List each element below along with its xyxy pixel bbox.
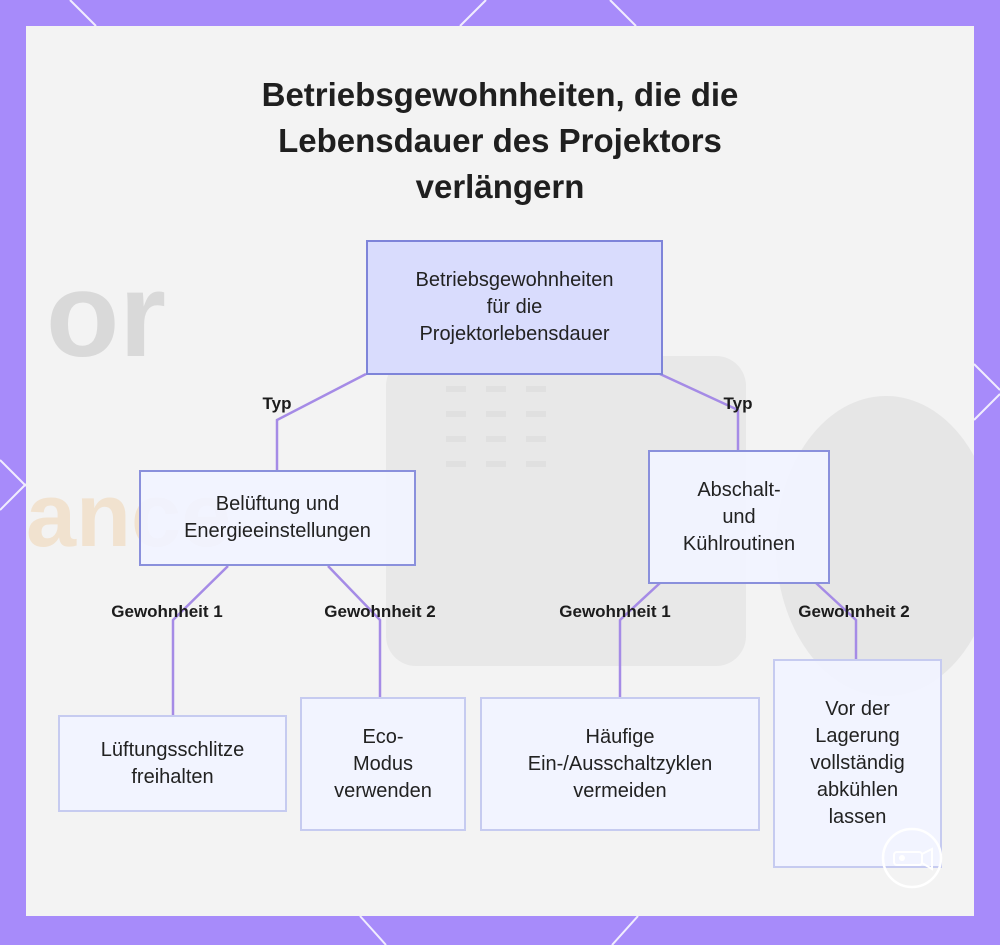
category-shutdown-node: Abschalt- und Kühlroutinen (648, 450, 830, 584)
connector-root-to-shutdown (659, 372, 740, 450)
habit-keep-vents-clear-node: Lüftungsschlitze freihalten (58, 715, 287, 812)
habit-cool-before-storage-label: Vor der Lagerung vollständig abkühlen la… (810, 698, 905, 828)
habit-cool-before-storage-node: Vor der Lagerung vollständig abkühlen la… (773, 659, 942, 868)
svg-text:or: or (46, 248, 166, 382)
habit-use-eco-mode-label: Eco-Modus verwenden (334, 725, 432, 802)
edge-label-right-habit-1: Gewohnheit 1 (559, 602, 671, 621)
connector-ventilation-to-vents (171, 565, 229, 715)
edge-label-left-habit-1: Gewohnheit 1 (111, 602, 223, 621)
category-ventilation-label: Belüftung und Energieeinstellungen (184, 493, 371, 542)
root-node-label: Betriebsgewohnheiten für die Projektorle… (415, 269, 614, 345)
root-node: Betriebsgewohnheiten für die Projektorle… (366, 240, 663, 375)
diagram-title: Betriebsgewohnheiten, die die Lebensdaue… (261, 76, 739, 205)
edge-label-type-right: Typ (723, 394, 753, 413)
category-ventilation-node: Belüftung und Energieeinstellungen (139, 470, 416, 566)
edge-label-left-habit-2: Gewohnheit 2 (324, 602, 436, 621)
edge-label-type-left: Typ (262, 394, 292, 413)
connector-root-to-ventilation (275, 372, 367, 470)
connector-shutdown-to-cooling (815, 582, 858, 659)
habit-avoid-power-cycles-node: Häufige Ein-/Ausschaltzyklen vermeiden (480, 697, 760, 831)
category-shutdown-label: Abschalt- und Kühlroutinen (682, 478, 796, 555)
habit-keep-vents-clear-label: Lüftungsschlitze freihalten (100, 738, 245, 788)
edge-label-right-habit-2: Gewohnheit 2 (798, 602, 910, 621)
connector-shutdown-to-cycles (618, 582, 661, 697)
projector-logo-icon (881, 827, 943, 889)
habit-avoid-power-cycles-label: Häufige Ein-/Ausschaltzyklen vermeiden (527, 725, 713, 802)
habit-use-eco-mode-node: Eco-Modus verwenden (300, 697, 466, 831)
connector-ventilation-to-eco (327, 565, 382, 697)
